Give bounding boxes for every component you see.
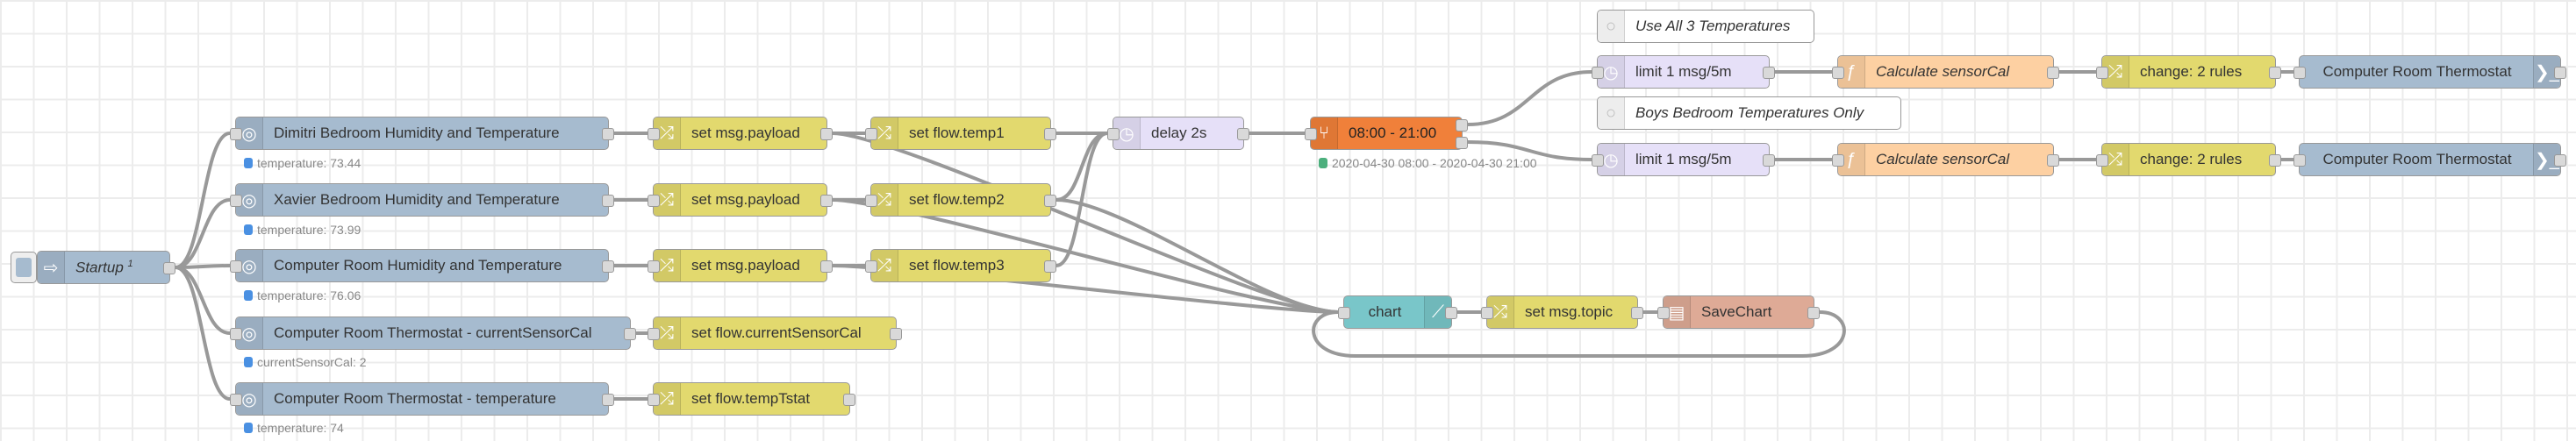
node-label: set flow.temp3 xyxy=(909,257,1005,274)
node-label: Use All 3 Temperatures xyxy=(1635,18,1791,34)
sensor-node-thermostat-temperature[interactable]: ◎ Computer Room Thermostat - temperature xyxy=(230,382,614,416)
node-label: limit 1 msg/5m xyxy=(1635,63,1732,80)
node-label: Boys Bedroom Temperatures Only xyxy=(1635,104,1864,121)
wire[interactable] xyxy=(175,198,231,269)
node-label: Computer Room Thermostat xyxy=(2322,63,2512,80)
change-node-msg-topic[interactable]: ⤮ set msg.topic xyxy=(1481,295,1643,329)
sensor-node-thermostat-sensorcal[interactable]: ◎Computer Room Thermostat - currentSenso… xyxy=(230,317,636,350)
change-node-temp-tstat[interactable]: ⤮ set flow.tempTstat xyxy=(648,382,855,416)
change-node-rules-1[interactable]: ⤮change: 2 rules xyxy=(2096,55,2281,89)
node-status: 2020-04-30 08:00 - 2020-04-30 21:00 xyxy=(1319,156,1537,170)
node-label: set msg.topic xyxy=(1525,303,1614,320)
comment-icon: ○ xyxy=(1598,97,1625,129)
time-range-switch-node[interactable]: ⑂ 08:00 - 21:00 xyxy=(1305,117,1468,150)
node-label: Dimitri Bedroom Humidity and Temperature xyxy=(274,124,560,141)
shuffle-icon: ⤮ xyxy=(654,250,681,281)
node-label: Calculate sensorCal xyxy=(1876,151,2010,167)
node-label: delay 2s xyxy=(1151,124,1207,141)
wire[interactable] xyxy=(1055,132,1108,202)
wire[interactable] xyxy=(832,132,1339,314)
wire[interactable] xyxy=(1055,132,1108,267)
node-status: temperature: 73.99 xyxy=(244,223,361,237)
change-node-payload-3[interactable]: ⤮ set msg.payload xyxy=(648,249,833,282)
comment-node-boys-bedroom[interactable]: ○ Boys Bedroom Temperatures Only xyxy=(1597,96,1901,130)
node-label: set flow.temp2 xyxy=(909,191,1005,208)
node-label: Computer Room Thermostat xyxy=(2322,151,2512,167)
node-label: limit 1 msg/5m xyxy=(1635,151,1732,167)
file-icon: ▤ xyxy=(1664,296,1691,328)
node-label: set flow.currentSensorCal xyxy=(691,324,862,341)
switch-icon: ⑂ xyxy=(1311,117,1338,149)
node-label: set msg.payload xyxy=(691,191,800,208)
node-label: Computer Room Thermostat - temperature xyxy=(274,390,556,407)
save-chart-file-node[interactable]: ▤ SaveChart xyxy=(1657,295,1820,329)
wire[interactable] xyxy=(1055,198,1339,314)
change-node-rules-2[interactable]: ⤮change: 2 rules xyxy=(2096,143,2281,176)
sensor-node-computer-room[interactable]: ◎ Computer Room Humidity and Temperature xyxy=(230,249,614,282)
change-node-payload-1[interactable]: ⤮set msg.payload xyxy=(648,117,833,150)
wire[interactable] xyxy=(175,132,231,269)
rate-limit-node-1[interactable]: ◷limit 1 msg/5m xyxy=(1592,55,1775,89)
change-node-flow-temp3[interactable]: ⤮ set flow.temp3 xyxy=(865,249,1056,282)
wire[interactable] xyxy=(175,266,231,401)
node-label: 08:00 - 21:00 xyxy=(1349,124,1437,141)
node-status: currentSensorCal: 2 xyxy=(244,355,367,369)
chart-node[interactable]: chart⟋ xyxy=(1338,295,1457,329)
node-status: temperature: 74 xyxy=(244,421,344,435)
node-label: Computer Room Humidity and Temperature xyxy=(274,257,562,274)
change-node-flow-temp2[interactable]: ⤮set flow.temp2 xyxy=(865,183,1056,217)
node-label: Calculate sensorCal xyxy=(1876,63,2010,80)
wire[interactable] xyxy=(175,266,231,335)
inject-trigger-button[interactable] xyxy=(11,252,37,283)
shuffle-icon: ⤮ xyxy=(871,250,898,281)
node-label: set msg.payload xyxy=(691,124,800,141)
node-label: Xavier Bedroom Humidity and Temperature xyxy=(274,191,560,208)
startup-inject-node[interactable]: ⇨ Startup 1 xyxy=(37,251,175,284)
node-status: temperature: 73.44 xyxy=(244,156,361,170)
node-label: change: 2 rules xyxy=(2140,63,2243,80)
node-label: SaveChart xyxy=(1701,303,1772,320)
shuffle-icon: ⤮ xyxy=(1487,296,1514,328)
node-status: temperature: 76.06 xyxy=(244,288,361,302)
change-node-payload-2[interactable]: ⤮ set msg.payload xyxy=(648,183,833,217)
thermostat-service-node-2[interactable]: Computer Room Thermostat❯_ xyxy=(2293,143,2566,176)
rate-limit-node-2[interactable]: ◷limit 1 msg/5m xyxy=(1592,143,1775,176)
shuffle-icon: ⤮ xyxy=(654,184,681,216)
sensor-icon: ◎ xyxy=(236,250,263,281)
comment-icon: ○ xyxy=(1598,11,1625,42)
comment-node-all-temps[interactable]: ○ Use All 3 Temperatures xyxy=(1597,10,1814,43)
node-label: Startup 1 xyxy=(75,258,133,276)
node-label: change: 2 rules xyxy=(2140,151,2243,167)
thermostat-service-node-1[interactable]: Computer Room Thermostat❯_ xyxy=(2293,55,2566,89)
wire[interactable] xyxy=(1467,70,1592,126)
node-label: set flow.temp1 xyxy=(909,124,1005,141)
node-label: chart xyxy=(1368,303,1402,320)
shuffle-icon: ⤮ xyxy=(654,383,681,415)
sensor-node-xavier[interactable]: ◎Xavier Bedroom Humidity and Temperature xyxy=(230,183,614,217)
node-label: Computer Room Thermostat - currentSensor… xyxy=(274,324,592,341)
sensor-node-dimitri[interactable]: ◎Dimitri Bedroom Humidity and Temperatur… xyxy=(230,117,614,150)
inject-arrow-icon: ⇨ xyxy=(38,252,65,283)
wire[interactable] xyxy=(175,264,231,269)
change-node-current-sensorcal[interactable]: ⤮set flow.currentSensorCal xyxy=(648,317,902,350)
node-label: set msg.payload xyxy=(691,257,800,274)
node-label: set flow.tempTstat xyxy=(691,390,811,407)
change-node-flow-temp1[interactable]: ⤮set flow.temp1 xyxy=(865,117,1056,150)
sensor-icon: ◎ xyxy=(236,383,263,415)
delay-node[interactable]: ◷delay 2s xyxy=(1107,117,1249,150)
